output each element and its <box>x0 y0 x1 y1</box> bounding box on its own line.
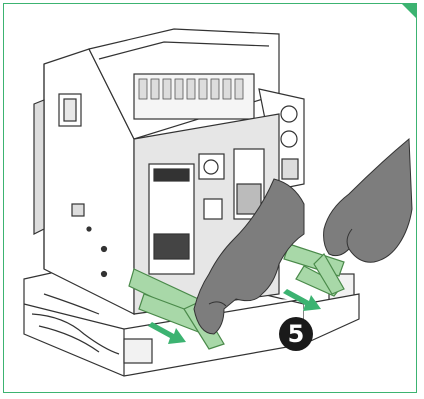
breaker-removal-illustration <box>4 4 417 393</box>
step-number-badge: 5 <box>280 318 312 350</box>
right-gloved-hand <box>324 139 412 262</box>
illustration-frame: 5 <box>3 3 417 393</box>
